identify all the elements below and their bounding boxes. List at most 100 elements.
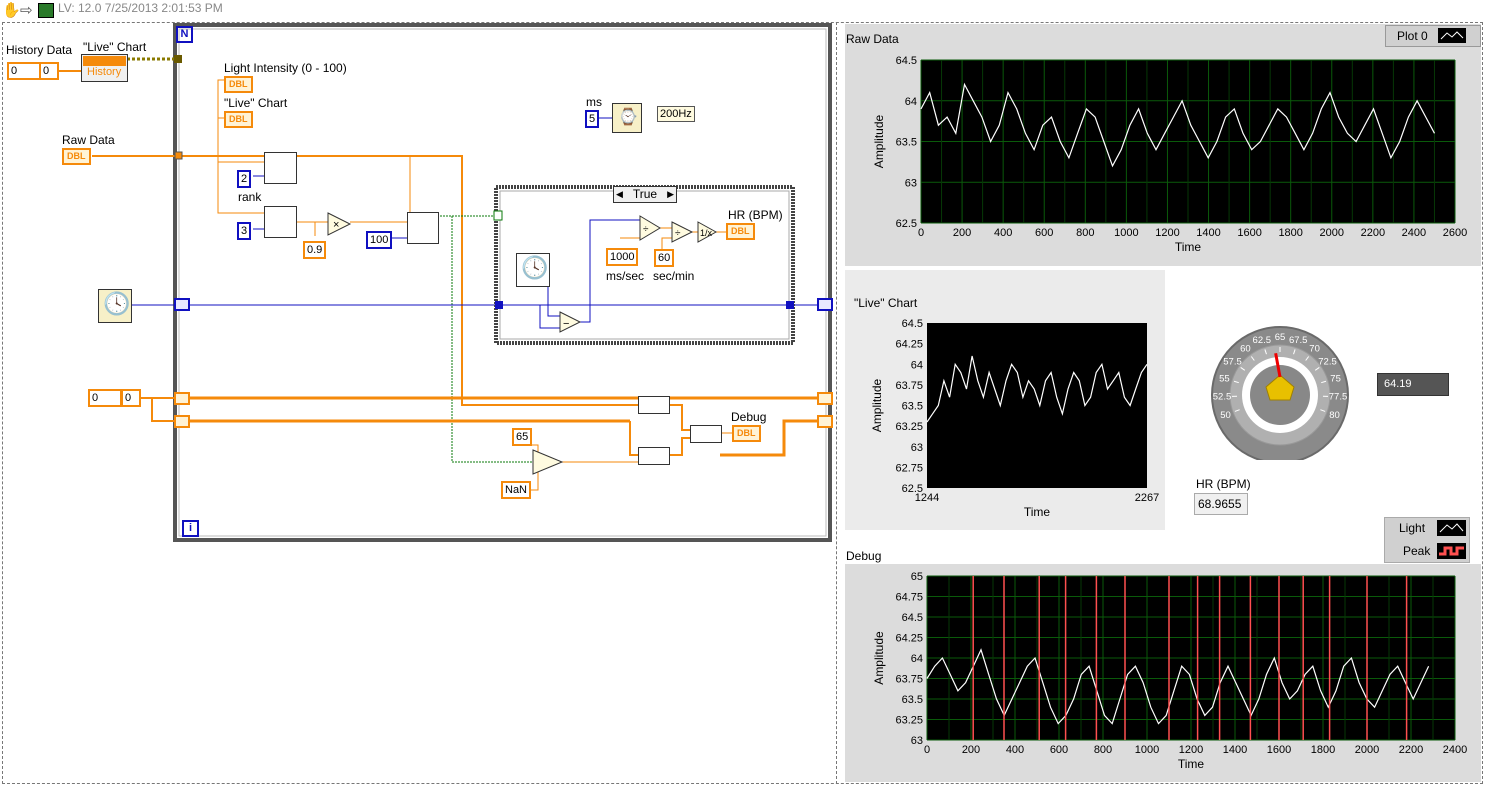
- sec-min-label: sec/min: [653, 269, 695, 283]
- rank-filter-node[interactable]: [264, 152, 297, 184]
- x-tick-label: 800: [1094, 744, 1112, 756]
- hz-label: 200Hz: [657, 106, 695, 122]
- y-tick-label: 63.25: [895, 421, 923, 433]
- gauge-tick-label: 77.5: [1329, 392, 1348, 403]
- peak-detect-node[interactable]: [407, 212, 439, 244]
- y-tick-label: 62.75: [895, 462, 923, 474]
- plot-legend-swatch[interactable]: [1438, 28, 1466, 43]
- legend-light-swatch[interactable]: [1437, 520, 1466, 536]
- tick-count-outer-node[interactable]: 🕓: [98, 289, 132, 323]
- hr-indicator-label: HR (BPM): [1196, 477, 1251, 491]
- y-tick-label: 62.5: [902, 483, 923, 495]
- history-index-control[interactable]: 0: [7, 62, 41, 80]
- rank-label: rank: [238, 190, 262, 204]
- y-tick-label: 64.5: [902, 318, 923, 330]
- x-tick-label: 1200: [1179, 744, 1203, 756]
- const-60[interactable]: 60: [654, 249, 675, 267]
- case-selector-right-arrow[interactable]: ▶: [667, 189, 674, 199]
- const-0-9[interactable]: 0.9: [303, 241, 327, 259]
- x-axis-label: Time: [1024, 505, 1051, 519]
- gauge-tick-mark: [1305, 356, 1310, 361]
- raw-data-terminal[interactable]: DBL: [62, 148, 91, 165]
- y-tick-label: 63.5: [902, 401, 923, 413]
- shift-register-left-2: [174, 415, 190, 428]
- const-1000[interactable]: 1000: [606, 248, 639, 266]
- y-tick-label: 62.5: [896, 218, 917, 230]
- gauge-tick-label: 72.5: [1318, 357, 1337, 368]
- debug-legend[interactable]: Light Peak: [1384, 517, 1470, 563]
- x-tick-label: 400: [1006, 744, 1024, 756]
- plot-legend[interactable]: Plot 0: [1385, 25, 1481, 47]
- arrow-tool-icon[interactable]: ⇨: [20, 2, 33, 19]
- build-array-node-2[interactable]: [638, 447, 670, 465]
- svg-text:÷: ÷: [643, 224, 649, 235]
- hand-tool-icon[interactable]: ✋: [2, 2, 21, 19]
- panel-separator: [836, 22, 837, 784]
- x-tick-label: 0: [918, 227, 924, 239]
- shift-init-control[interactable]: 0: [88, 389, 122, 407]
- x-tick-label: 1200: [1155, 227, 1179, 239]
- wait-ms-constant[interactable]: 5: [585, 110, 600, 128]
- subtract-primitive: [559, 311, 582, 333]
- debug-terminal[interactable]: DBL: [732, 425, 761, 442]
- gauge-tick-label: 70: [1309, 344, 1320, 355]
- array-subset-node[interactable]: [264, 206, 297, 238]
- const-65[interactable]: 65: [512, 428, 533, 446]
- svg-text:×: ×: [333, 219, 339, 231]
- y-tick-label: 63.5: [902, 694, 923, 706]
- shift-init-control-2[interactable]: 0: [121, 389, 141, 407]
- x-tick-label: 2000: [1320, 227, 1344, 239]
- gauge-tick-label: 50: [1220, 410, 1231, 421]
- live-chart-terminal[interactable]: DBL: [224, 111, 253, 128]
- light-intensity-title: Light Intensity (0 - 100): [1218, 293, 1327, 304]
- gauge-tick-label: 67.5: [1289, 335, 1308, 346]
- gauge-tick-label: 55: [1219, 373, 1230, 384]
- wait-ms-node[interactable]: ⌚: [612, 103, 642, 133]
- y-tick-label: 63: [911, 442, 923, 454]
- x-tick-label: 2600: [1443, 227, 1467, 239]
- title-bar: ✋ ⇨ LV: 12.0 7/25/2013 2:01:53 PM: [0, 0, 840, 20]
- x-tick-label: 600: [1035, 227, 1053, 239]
- shift-register-left-time: [174, 298, 190, 311]
- case-selector[interactable]: ◀ True ▶: [613, 186, 677, 203]
- svg-text:−: −: [563, 318, 569, 330]
- const-nan[interactable]: NaN: [501, 481, 532, 499]
- tick-count-inner-node[interactable]: 🕓: [516, 253, 550, 287]
- y-tick-label: 65: [911, 571, 923, 583]
- y-tick-label: 64: [905, 96, 917, 108]
- hr-terminal-label: HR (BPM): [728, 208, 783, 222]
- ms-label: ms: [586, 95, 602, 109]
- multiply-primitive: [327, 212, 352, 236]
- series-line-plot-0: [926, 355, 1148, 423]
- gauge-tick-label: 52.5: [1213, 392, 1232, 403]
- while-loop-frame: [173, 23, 832, 542]
- legend-peak-swatch[interactable]: [1437, 543, 1466, 559]
- gauge-knob: [1265, 374, 1295, 401]
- x-tick-label: 0: [924, 744, 930, 756]
- title-text: LV: 12.0 7/25/2013 2:01:53 PM: [58, 1, 223, 15]
- light-intensity-terminal[interactable]: DBL: [224, 76, 253, 93]
- y-tick-label: 64.75: [895, 592, 923, 604]
- plot-legend-label: Plot 0: [1397, 29, 1428, 43]
- debug-terminal-label: Debug: [731, 410, 767, 424]
- history-property-node[interactable]: History: [81, 54, 128, 82]
- build-array-node-3[interactable]: [690, 425, 722, 443]
- divide-primitive-1: [639, 215, 661, 241]
- build-array-node-1[interactable]: [638, 396, 670, 414]
- gauge-tick-label: 65: [1275, 332, 1286, 343]
- const-100[interactable]: 100: [366, 231, 393, 249]
- y-tick-label: 63: [905, 177, 917, 189]
- x-tick-label: 1244: [915, 492, 939, 504]
- loop-iteration-terminal: i: [182, 520, 199, 537]
- history-index-control-2[interactable]: 0: [39, 62, 59, 80]
- rank-constant[interactable]: 2: [237, 170, 252, 188]
- y-tick-label: 63: [911, 735, 923, 747]
- const-3[interactable]: 3: [237, 222, 252, 240]
- light-intensity-terminal-label: Light Intensity (0 - 100): [224, 61, 347, 75]
- hr-terminal[interactable]: DBL: [726, 223, 755, 240]
- case-selector-left-arrow[interactable]: ◀: [616, 189, 623, 199]
